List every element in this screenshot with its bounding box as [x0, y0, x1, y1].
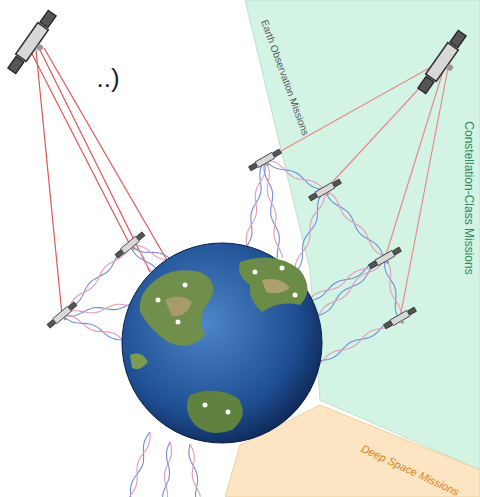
satellite-icon	[248, 148, 283, 174]
rf-link	[165, 442, 172, 497]
mission-region: Deep Space Missions	[225, 405, 480, 497]
cut-off-text: ..)	[96, 63, 119, 94]
rf-link	[265, 160, 283, 258]
earth-globe	[122, 243, 322, 443]
rf-link	[190, 444, 200, 497]
satellite-icon	[114, 231, 147, 261]
rf-link	[62, 315, 127, 344]
region-title: Deep Space Missions	[359, 442, 460, 497]
region-title: Constellation-Class Missions	[462, 121, 476, 274]
rf-link	[246, 160, 265, 256]
rf-link	[243, 160, 265, 255]
rf-link	[129, 432, 150, 497]
rf-link	[64, 245, 130, 317]
satellite-icon	[7, 9, 63, 78]
rf-link	[131, 432, 151, 497]
satellite-icon	[46, 301, 79, 331]
